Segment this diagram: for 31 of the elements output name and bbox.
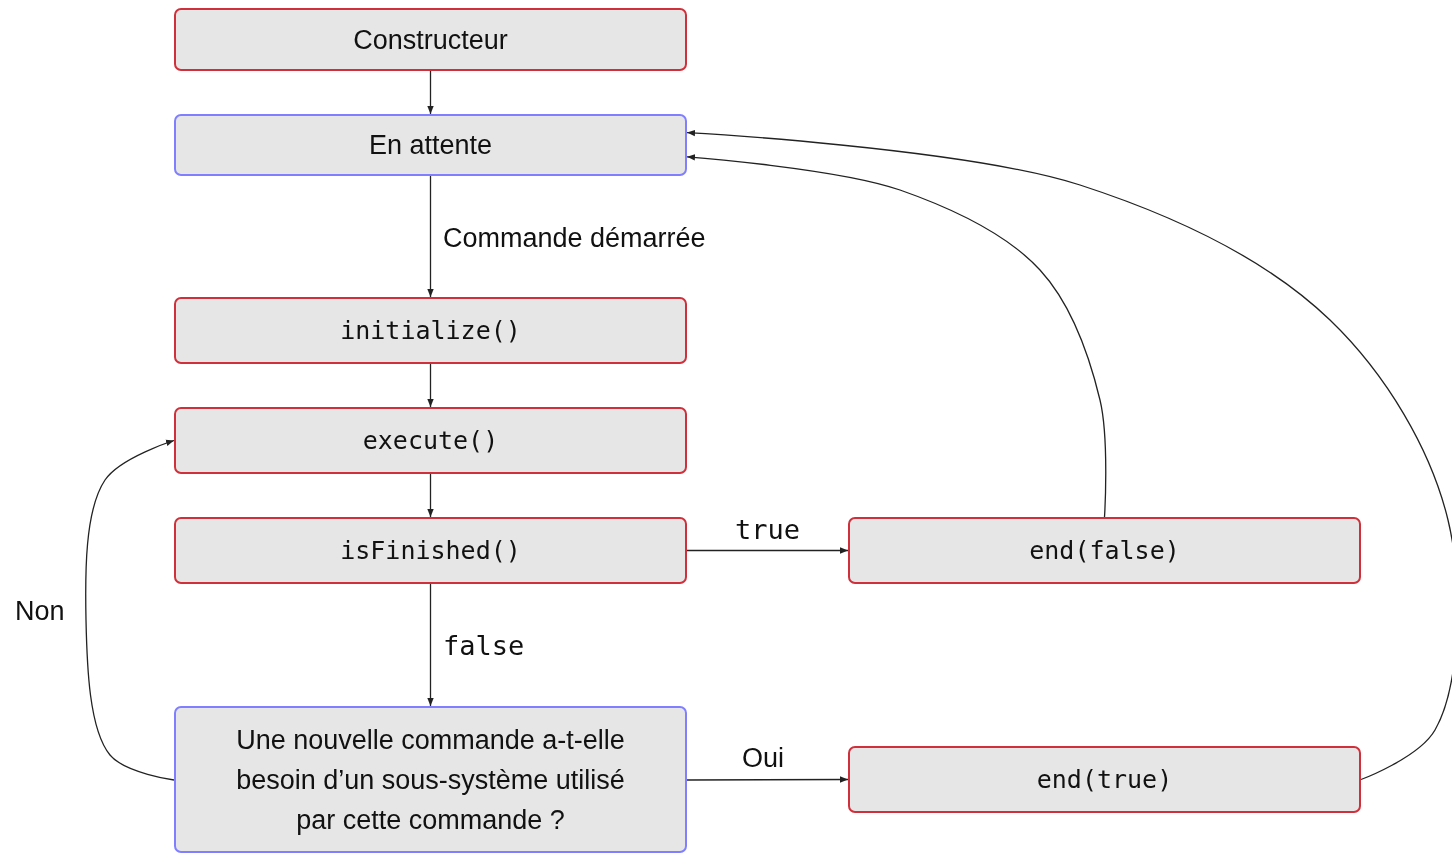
process-box (174, 706, 687, 853)
arrow (427, 175, 434, 298)
arrow (427, 363, 434, 408)
edge-label: Oui (742, 742, 785, 774)
arrow (427, 70, 434, 115)
arrow (427, 473, 434, 518)
box-label: En attente (368, 129, 493, 162)
box-label: isFinished() (340, 534, 521, 567)
box-label: end(true) (1036, 763, 1173, 796)
arrow (686, 547, 849, 554)
edge-label: false (443, 630, 525, 662)
edge-label: Non (15, 595, 65, 627)
process-box (174, 407, 687, 474)
box-label: execute() (362, 424, 499, 457)
edge-label: Commande démarrée (443, 222, 706, 254)
arrow (686, 776, 849, 783)
arrow (686, 129, 1452, 781)
process-box (174, 297, 687, 364)
box-label: end(false) (1029, 534, 1180, 567)
process-box (848, 746, 1361, 813)
process-box (174, 517, 687, 584)
process-box (848, 517, 1361, 584)
box-label: initialize() (340, 314, 521, 347)
box-label: Constructeur (353, 23, 508, 57)
box-label: Une nouvelle commande a-t-elle besoin d’un sous-système utilisé par cette commande ? (235, 723, 626, 837)
arrow (686, 154, 1107, 518)
process-box (174, 114, 687, 176)
edge-label: true (735, 514, 801, 546)
arrow (427, 583, 434, 707)
arrow (85, 439, 175, 781)
process-box (174, 8, 687, 71)
